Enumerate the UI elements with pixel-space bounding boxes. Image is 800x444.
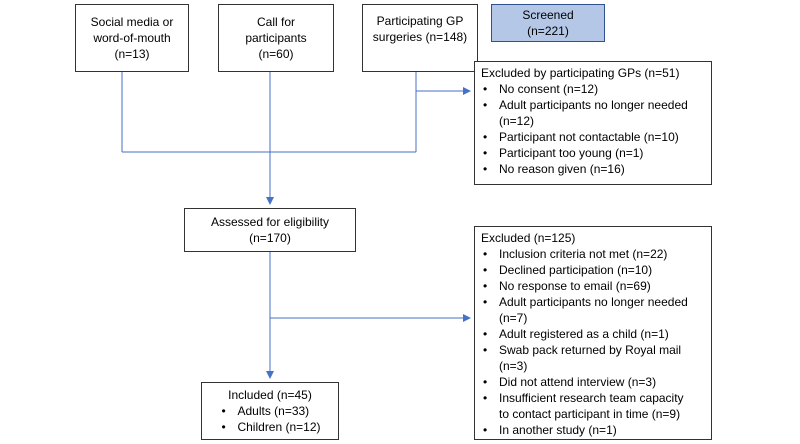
list-item: Inclusion criteria not met (n=22) xyxy=(481,246,705,262)
excluded-by-gp-title: Excluded by participating GPs (n=51) xyxy=(481,66,680,80)
source-label-line1: Participating GP xyxy=(376,14,464,28)
list-item: Children (n=12) xyxy=(219,419,320,435)
included-title: Included (n=45) xyxy=(228,388,312,402)
source-label-line2: participants xyxy=(245,31,307,45)
source-label-line2: word-of-mouth xyxy=(93,31,171,45)
excluded-box: Excluded (n=125) Inclusion criteria not … xyxy=(474,226,712,440)
excluded-by-gp-list: No consent (n=12) Adult participants no … xyxy=(481,81,705,177)
assessed-count: (n=170) xyxy=(249,231,291,245)
list-item: Swab pack returned by Royal mail(n=3) xyxy=(481,342,705,374)
screened-box: Screened (n=221) xyxy=(491,4,605,42)
list-item: Did not attend interview (n=3) xyxy=(481,374,705,390)
excluded-by-gp-box: Excluded by participating GPs (n=51) No … xyxy=(474,61,712,185)
screened-count: (n=221) xyxy=(527,24,569,38)
assessed-label: Assessed for eligibility xyxy=(210,215,330,229)
list-item: Declined participation (n=10) xyxy=(481,262,705,278)
list-item: In another study (n=1) xyxy=(481,422,705,438)
source-box-call-for-participants: Call for participants (n=60) xyxy=(218,4,334,72)
source-count: (n=60) xyxy=(258,47,294,61)
list-item: Participant too young (n=1) xyxy=(481,145,705,161)
list-item: No consent (n=12) xyxy=(481,81,705,97)
list-item: Adults (n=33) xyxy=(219,403,320,419)
list-item: Adult registered as a child (n=1) xyxy=(481,326,705,342)
source-box-social-media: Social media or word-of-mouth (n=13) xyxy=(75,4,189,72)
list-item: No reason given (n=16) xyxy=(481,161,705,177)
excluded-list: Inclusion criteria not met (n=22) Declin… xyxy=(481,246,705,438)
source-label-line2: surgeries (n=148) xyxy=(372,30,468,44)
screened-label: Screened xyxy=(522,8,574,22)
source-count: (n=13) xyxy=(114,47,150,61)
assessed-box: Assessed for eligibility (n=170) xyxy=(184,208,356,252)
list-item: Participant not contactable (n=10) xyxy=(481,129,705,145)
list-item: Adult participants no longer needed(n=7) xyxy=(481,294,705,326)
source-label-line1: Call for xyxy=(256,15,295,29)
included-list: Adults (n=33) Children (n=12) xyxy=(219,403,320,435)
source-box-gp-surgeries: Participating GP surgeries (n=148) xyxy=(362,4,478,72)
source-label-line1: Social media or xyxy=(90,15,174,29)
excluded-title: Excluded (n=125) xyxy=(481,231,576,245)
list-item: No response to email (n=69) xyxy=(481,278,705,294)
included-box: Included (n=45) Adults (n=33) Children (… xyxy=(201,382,339,440)
list-item: Adult participants no longer needed(n=12… xyxy=(481,97,705,129)
